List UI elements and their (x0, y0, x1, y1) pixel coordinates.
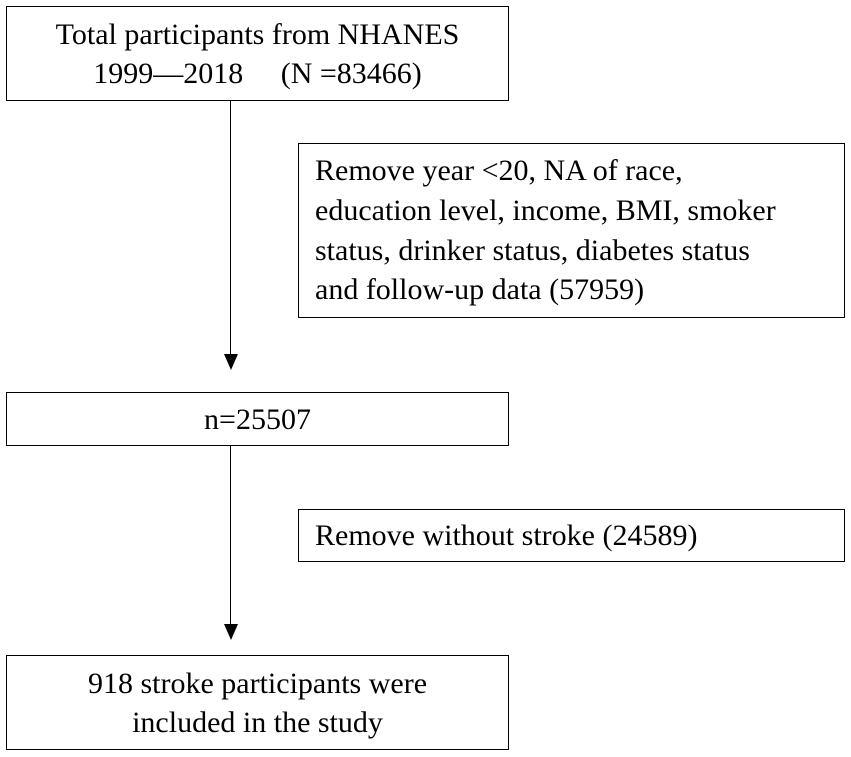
total-participants-line-2: 1999—2018 (N =83466) (93, 56, 422, 90)
final-cohort-line-2: included in the study (132, 705, 383, 739)
remaining-count-text: n=25507 (204, 402, 311, 436)
total-participants-box: Total participants from NHANES 1999—2018… (6, 6, 509, 101)
exclusion-criteria-box: Remove year <20, NA of race, education l… (298, 143, 845, 318)
flow-arrowhead-1 (224, 354, 238, 370)
stroke-exclusion-box: Remove without stroke (24589) (298, 509, 845, 562)
stroke-exclusion-text: Remove without stroke (24589) (315, 519, 698, 552)
flow-connector-1 (230, 101, 231, 356)
total-participants-line-1: Total participants from NHANES (55, 17, 460, 51)
remaining-count-box: n=25507 (6, 392, 509, 446)
exclusion-criteria-line-3: status, drinker status, diabetes status (315, 233, 750, 267)
flow-arrowhead-2 (224, 624, 238, 640)
final-cohort-box: 918 stroke participants were included in… (6, 655, 509, 750)
flow-connector-2 (230, 446, 231, 626)
final-cohort-line-1: 918 stroke participants were (87, 666, 428, 700)
exclusion-criteria-line-4: and follow-up data (57959) (315, 273, 645, 307)
exclusion-criteria-line-1: Remove year <20, NA of race, (315, 153, 683, 187)
exclusion-criteria-line-2: education level, income, BMI, smoker (315, 193, 776, 227)
